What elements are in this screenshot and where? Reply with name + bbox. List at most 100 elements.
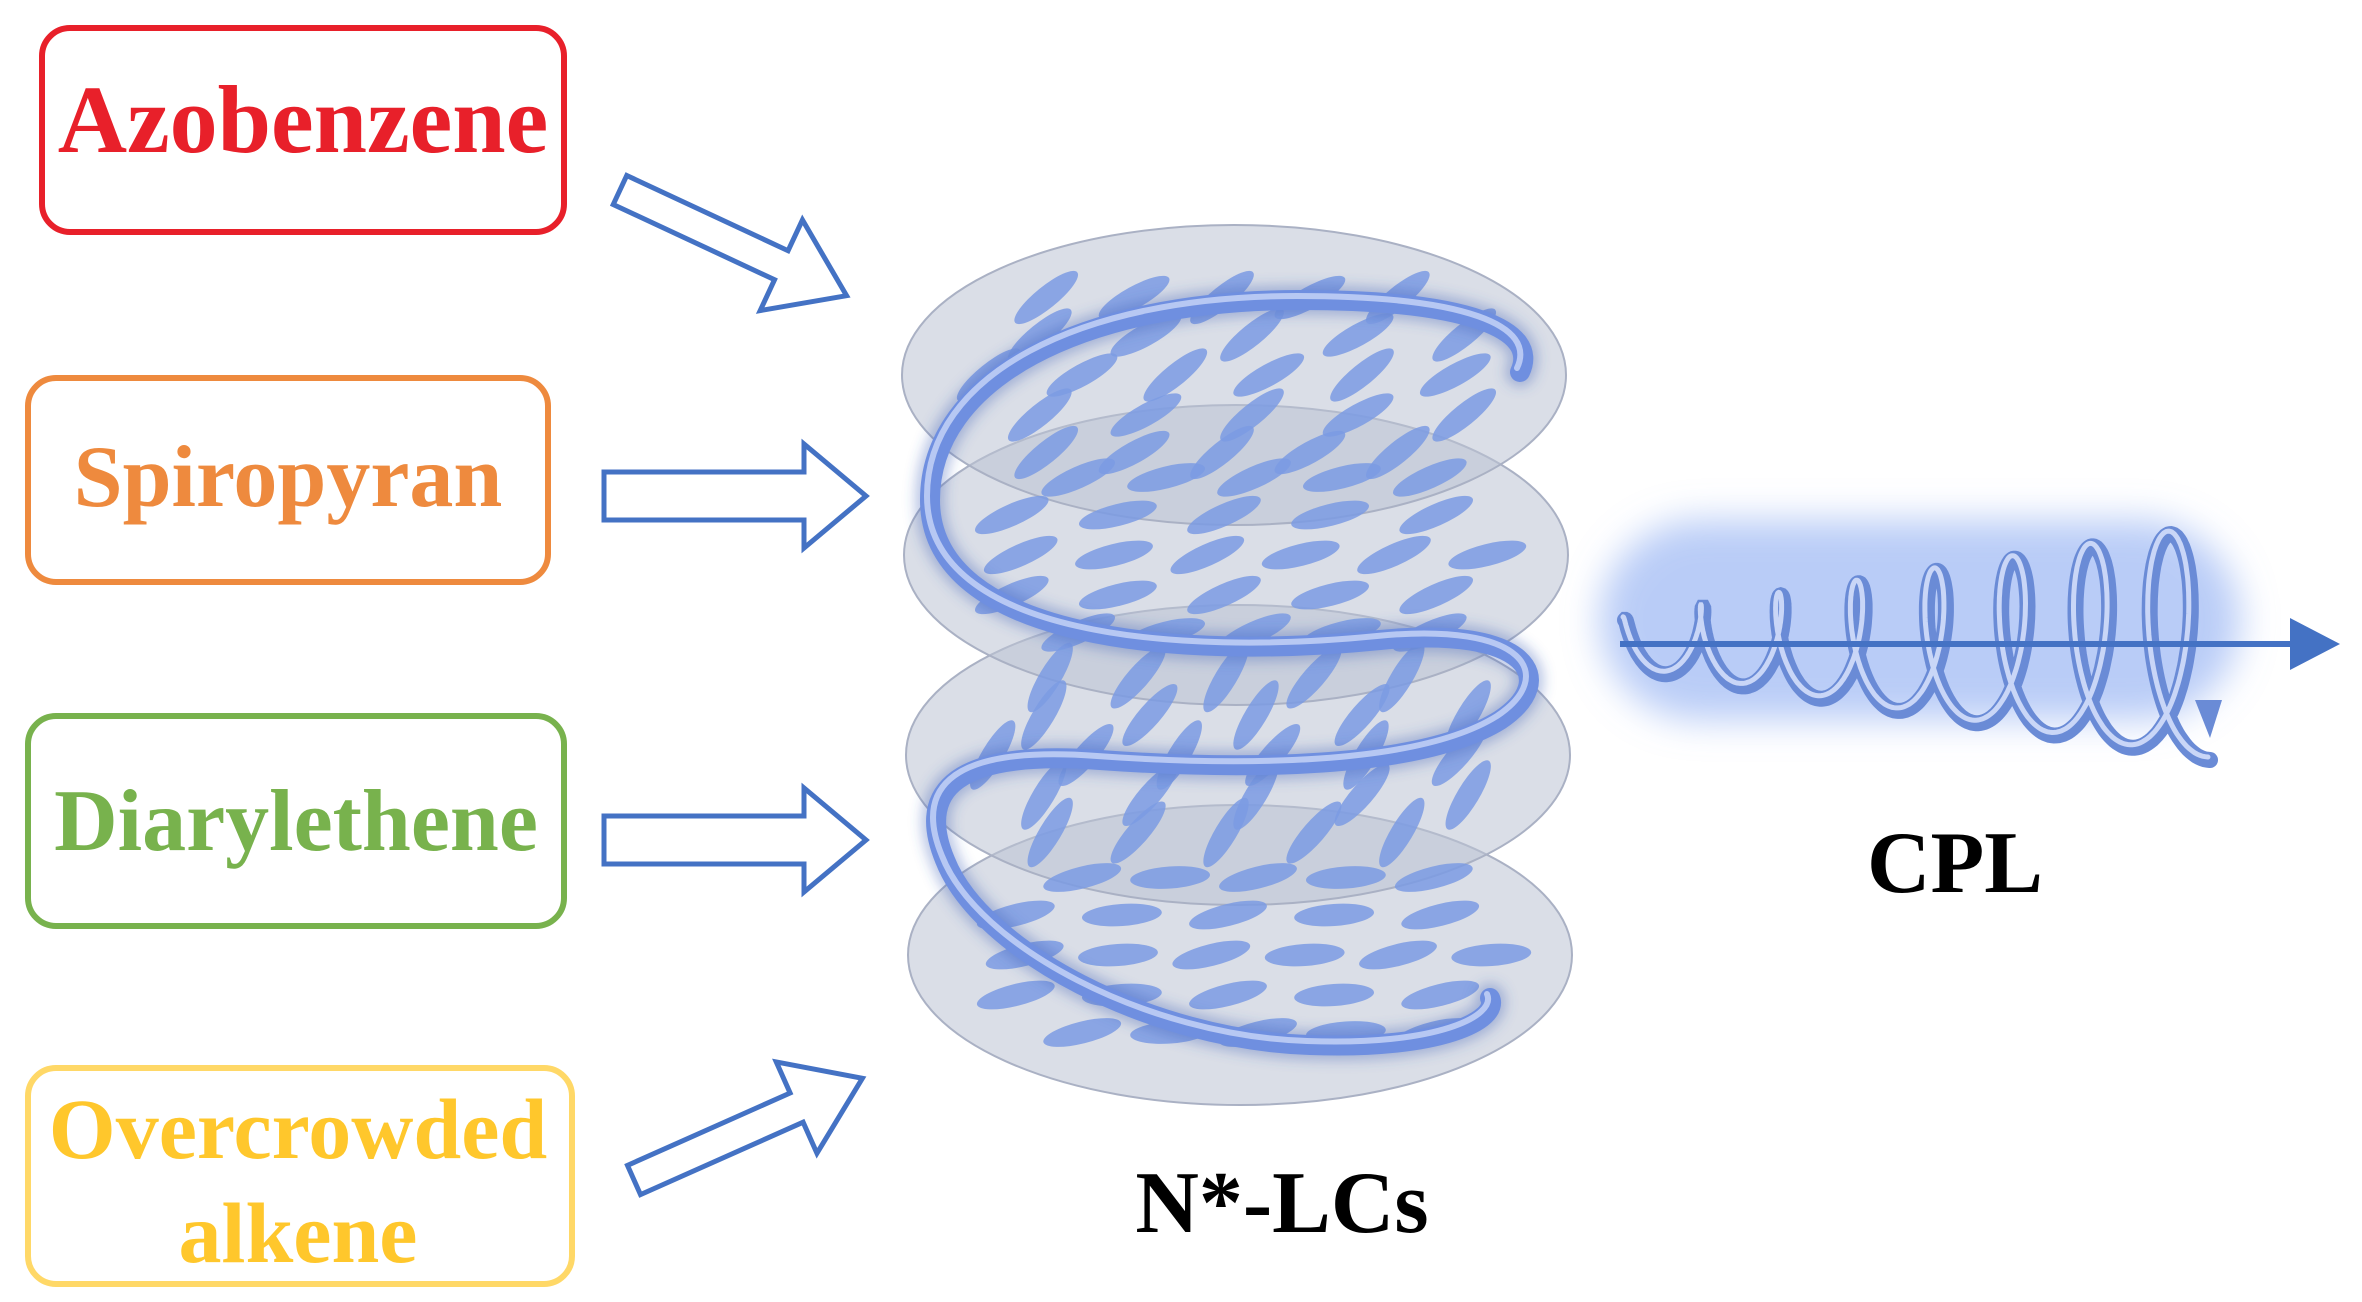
switch-box-frame: [25, 1065, 575, 1287]
lc-molecule: [1294, 983, 1375, 1007]
lc-molecule: [1322, 313, 1394, 357]
lc-molecule: [1170, 535, 1245, 575]
lc-molecule: [1379, 642, 1425, 713]
lc-molecule: [1007, 388, 1072, 442]
lc-molecule: [1394, 863, 1473, 892]
switch-label-alkene: alkene: [179, 1185, 418, 1281]
chiral-helix-highlight: [923, 292, 1529, 1045]
lc-molecule: [1021, 680, 1067, 750]
lc-molecule: [1187, 495, 1261, 535]
switch-box-frame: [25, 713, 567, 929]
switch-box-diarylethene: Diarylethene: [25, 713, 567, 929]
lc-molecule: [1189, 980, 1267, 1010]
lc-molecule: [1274, 430, 1346, 475]
arrow-spiropyran-icon: [601, 438, 870, 554]
lc-molecule: [1399, 495, 1474, 535]
lc-molecule: [1122, 683, 1178, 747]
lc-molecule: [1448, 540, 1527, 570]
lc-molecule: [1219, 863, 1297, 892]
lc-molecule: [1172, 940, 1251, 970]
lc-molecule: [1027, 642, 1073, 713]
cpl-label: CPL: [1867, 815, 2043, 912]
arrow-overcrowded-alkene-icon: [624, 1058, 867, 1198]
lc-molecule: [1334, 683, 1390, 747]
lc-molecule: [1078, 943, 1158, 967]
lc-molecule: [1143, 348, 1208, 402]
cpl-axis-arrowhead-icon: [2290, 618, 2340, 670]
lc-molecule: [1217, 458, 1291, 497]
lc-molecule: [1359, 940, 1437, 970]
switch-list: Azobenzene Spiropyran Diarylethene Overc…: [25, 25, 575, 1287]
lc-molecule: [1233, 680, 1279, 750]
cpl-wave: [1600, 520, 2340, 768]
lc-molecule: [1014, 270, 1079, 325]
lc-molecule: [1432, 388, 1497, 442]
lc-molecule: [1334, 763, 1390, 827]
arrow-azobenzene-icon: [609, 172, 851, 314]
lc-molecule: [983, 535, 1058, 575]
lc-molecule: [1127, 463, 1206, 492]
lc-molecule: [1392, 458, 1467, 497]
lc-molecule: [1014, 425, 1079, 480]
switch-label-overcrowded: Overcrowded: [49, 1081, 547, 1177]
lc-molecule: [1075, 540, 1153, 570]
switch-label-azobenzene: Azobenzene: [58, 66, 549, 173]
lc-molecule: [974, 495, 1049, 535]
lc-molecule: [1401, 980, 1480, 1010]
lc-molecule: [1122, 763, 1178, 827]
lc-molecule: [1043, 1018, 1122, 1047]
lc-molecule: [1078, 580, 1157, 610]
lc-molecule: [1305, 866, 1386, 889]
lc-molecule: [976, 980, 1055, 1010]
lc-molecule: [1098, 430, 1170, 475]
center-label: N*-LCs: [1135, 1155, 1428, 1252]
cholesteric-stack: [901, 224, 1573, 1106]
switch-label-diarylethene: Diarylethene: [54, 773, 538, 870]
lc-molecule: [1187, 575, 1261, 615]
lc-molecule: [1261, 540, 1340, 570]
lc-molecule: [1130, 866, 1211, 889]
switch-box-overcrowded-alkene: Overcrowded alkene: [25, 1065, 575, 1287]
lc-molecule: [1110, 393, 1182, 437]
lc-molecule: [1078, 500, 1157, 530]
switch-box-azobenzene: Azobenzene: [39, 25, 567, 235]
lc-molecule: [1203, 797, 1249, 868]
lc-molecule: [1081, 903, 1162, 927]
lc-molecule: [1451, 943, 1532, 967]
switch-box-spiropyran: Spiropyran: [25, 375, 551, 585]
lc-molecule: [1445, 760, 1491, 830]
switch-box-frame: [25, 375, 551, 585]
lc-molecule: [1220, 388, 1284, 442]
lc-molecule: [1291, 500, 1370, 530]
input-arrows: [601, 172, 870, 1198]
lc-molecule: [1330, 348, 1394, 402]
lc-molecule: [1294, 903, 1375, 927]
lc-molecule: [1021, 760, 1067, 830]
lc-molecule: [1401, 900, 1480, 930]
lc-molecule: [1264, 943, 1345, 967]
lc-molecule: [1322, 393, 1394, 437]
lc-molecule: [1357, 535, 1431, 575]
cpl-coil-end-arrowhead-icon: [2195, 700, 2222, 738]
lc-molecule: [1041, 458, 1116, 497]
lc-molecule: [1399, 575, 1474, 615]
lc-molecule: [1110, 646, 1166, 709]
lc-molecule: [1046, 353, 1118, 397]
lc-molecule: [1302, 463, 1381, 492]
switch-label-spiropyran: Spiropyran: [74, 429, 503, 526]
lc-molecule: [1220, 308, 1284, 362]
lc-molecule: [1365, 425, 1430, 480]
lc-molecule: [1286, 646, 1342, 709]
arrow-diarylethene-icon: [601, 782, 870, 898]
lc-molecule: [1110, 801, 1166, 864]
lc-molecule: [1233, 353, 1305, 397]
lc-molecule: [1027, 797, 1073, 868]
lc-molecule: [1043, 863, 1122, 892]
lc-molecule: [1291, 580, 1370, 610]
switch-box-frame: [39, 25, 567, 235]
lc-molecule: [1379, 797, 1425, 868]
lc-molecule: [1190, 425, 1254, 480]
lc-molecule: [1189, 900, 1267, 930]
lc-molecule: [1419, 353, 1491, 397]
